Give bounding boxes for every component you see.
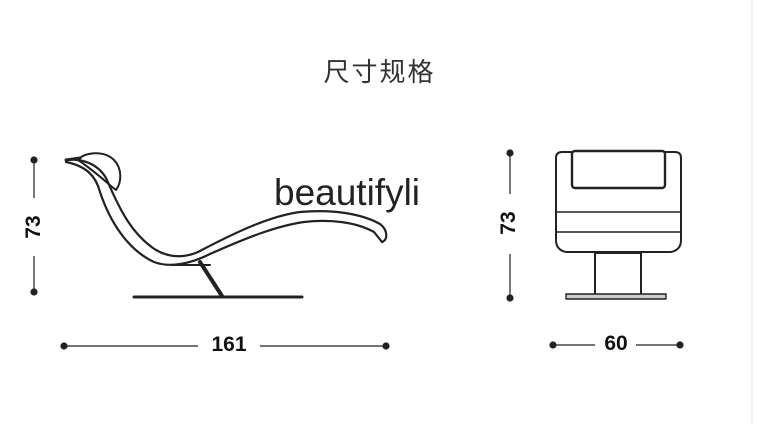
side-length-label: 161 [211,333,247,356]
side-length-dimension [60,342,390,350]
front-height-dimension [506,149,514,302]
front-pedestal [594,252,642,296]
seat-outer-curve [64,158,388,258]
front-height-label: 73 [497,211,520,235]
chaise-front-view [555,149,682,300]
side-height-label: 73 [22,215,45,239]
chaise-side-view [64,152,388,299]
page-title: 尺寸规格 [323,58,436,88]
headrest-pillow [77,152,122,191]
side-height-dimension [30,156,38,296]
watermark-text: beautifyli [274,172,421,213]
front-width-label: 60 [604,332,628,355]
support-leg [198,260,224,298]
front-base [565,293,667,300]
seat-inner-curve [64,160,384,266]
front-width-dimension [549,341,684,349]
dim-endpoint [382,342,390,350]
dim-endpoint [506,294,514,302]
dim-endpoint [676,341,684,349]
front-headrest [570,149,667,190]
dim-endpoint [30,288,38,296]
